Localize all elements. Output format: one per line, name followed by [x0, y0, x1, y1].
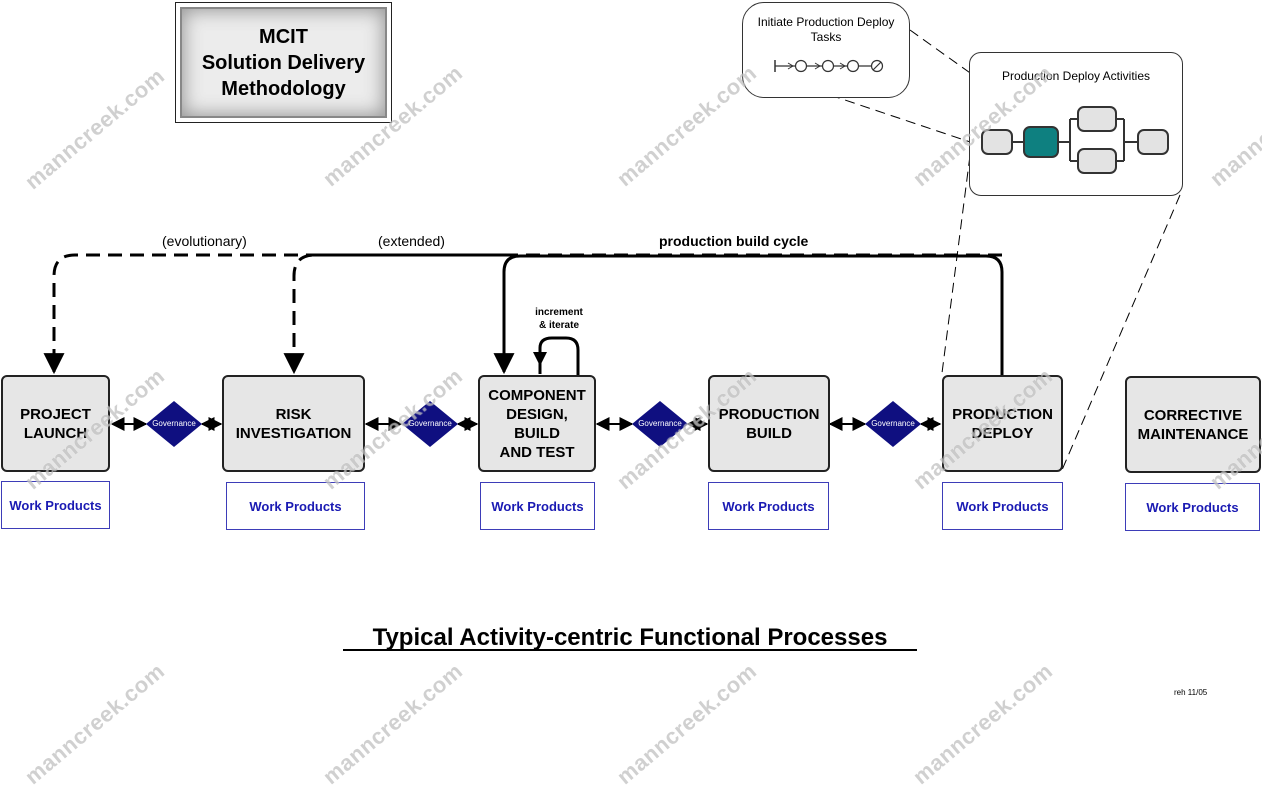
increment-iterate-arrowhead: [533, 352, 547, 366]
evolutionary-loop-arrow: [43, 253, 1002, 375]
phase-corrective-maintenance: CORRECTIVE MAINTENANCE: [1125, 376, 1261, 473]
main-title: Typical Activity-centric Functional Proc…: [372, 624, 888, 651]
governance-diamond: [865, 401, 921, 447]
production-build-cycle-arrow: [493, 254, 1004, 375]
governance-label: Governance: [638, 419, 682, 428]
increment-iterate-loop: [538, 336, 580, 375]
evolutionary-label: (evolutionary): [162, 233, 247, 249]
diagram-canvas: [43, 29, 1181, 651]
governance-diamond: [402, 401, 458, 447]
task-sequence-icon: [774, 59, 884, 73]
work-products-link[interactable]: Work Products: [708, 482, 829, 530]
deploy-activities-label: Production Deploy Activities: [1001, 69, 1151, 83]
phase-production-deploy: PRODUCTION DEPLOY: [942, 375, 1063, 472]
deploy-activities-callout: Production Deploy Activities: [969, 52, 1183, 196]
work-products-link[interactable]: Work Products: [1125, 483, 1260, 531]
work-products-link[interactable]: Work Products: [942, 482, 1063, 530]
governance-label: Governance: [871, 419, 915, 428]
title-line-1: MCIT: [259, 25, 308, 48]
extended-label: (extended): [378, 233, 445, 249]
methodology-title-box: MCIT Solution Delivery Methodology: [175, 2, 392, 123]
phase-risk-investigation: RISK INVESTIGATION: [222, 375, 365, 472]
production-build-cycle-label: production build cycle: [659, 233, 809, 249]
initiate-tasks-callout: Initiate Production Deploy Tasks: [742, 2, 910, 98]
title-line-3: Methodology: [221, 77, 346, 100]
callout-leader-line: [1061, 194, 1181, 471]
governance-label: Governance: [408, 419, 452, 428]
extended-loop-arrow: [283, 253, 510, 375]
initiate-tasks-label: Initiate Production Deploy Tasks: [757, 15, 895, 44]
activity-flow-icon: [981, 106, 1169, 174]
title-line-2: Solution Delivery: [201, 51, 366, 74]
phase-production-build: PRODUCTION BUILD: [708, 375, 830, 472]
governance-label: Governance: [152, 419, 196, 428]
phase-project-launch: PROJECT LAUNCH: [1, 375, 110, 472]
work-products-link[interactable]: Work Products: [1, 481, 110, 529]
footer-note: reh 11/05: [1174, 688, 1208, 697]
work-products-link[interactable]: Work Products: [226, 482, 365, 530]
phase-component-design-build-test: COMPONENT DESIGN, BUILD AND TEST: [478, 375, 596, 472]
governance-diamond: [146, 401, 202, 447]
increment-iterate-label: increment & iterate: [535, 307, 583, 331]
work-products-link[interactable]: Work Products: [480, 482, 595, 530]
governance-diamond: [632, 401, 688, 447]
